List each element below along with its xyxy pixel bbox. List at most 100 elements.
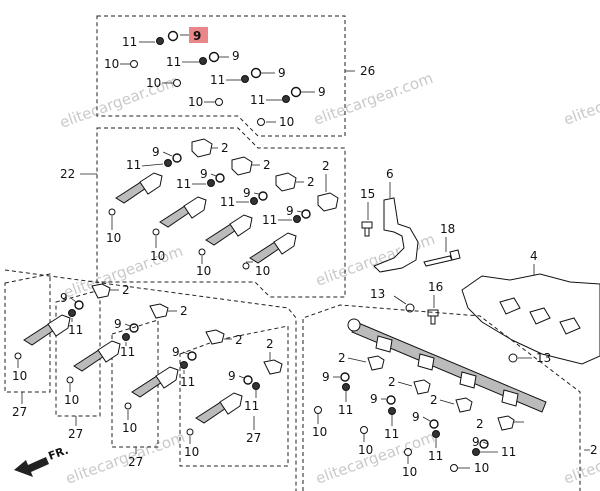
callout-10[interactable]: 10 xyxy=(64,393,79,407)
callout-9[interactable]: 9 xyxy=(278,66,286,80)
retaining-clip-icon xyxy=(317,192,339,212)
callout-11[interactable]: 11 xyxy=(210,73,225,87)
callout-9-highlighted[interactable]: 9 xyxy=(193,29,201,43)
callout-2[interactable]: 2 xyxy=(266,337,274,351)
callout-16[interactable]: 16 xyxy=(428,280,443,294)
injector-body-icon xyxy=(47,314,71,337)
callout-11[interactable]: 11 xyxy=(220,195,235,209)
callout-9[interactable]: 9 xyxy=(60,291,68,305)
callout-26[interactable]: 26 xyxy=(360,64,375,78)
callout-10[interactable]: 10 xyxy=(104,57,119,71)
callout-10[interactable]: 10 xyxy=(12,369,27,383)
callout-9[interactable]: 9 xyxy=(322,370,330,384)
cylinder-head-port-icon xyxy=(529,307,551,325)
callout-2[interactable]: 2 xyxy=(235,333,243,347)
callout-13[interactable]: 13 xyxy=(370,287,385,301)
callout-2[interactable]: 2 xyxy=(307,175,315,189)
callout-9[interactable]: 9 xyxy=(243,186,251,200)
callout-10[interactable]: 10 xyxy=(255,264,270,278)
callout-9[interactable]: 9 xyxy=(472,435,480,449)
seal-ring-icon xyxy=(301,209,311,219)
callout-10[interactable]: 10 xyxy=(279,115,294,129)
o-ring-icon xyxy=(68,309,76,317)
callout-27[interactable]: 27 xyxy=(246,431,261,445)
callout-2[interactable]: 2 xyxy=(221,141,229,155)
callout-2[interactable]: 2 xyxy=(476,417,484,431)
callout-11[interactable]: 11 xyxy=(126,158,141,172)
callout-11[interactable]: 11 xyxy=(176,177,191,191)
o-ring-icon xyxy=(122,333,130,341)
callout-10[interactable]: 10 xyxy=(358,443,373,457)
callout-22[interactable]: 22 xyxy=(60,167,75,181)
retaining-clip-icon xyxy=(231,156,253,176)
callout-10[interactable]: 10 xyxy=(150,249,165,263)
callout-11[interactable]: 11 xyxy=(68,323,83,337)
callout-9[interactable]: 9 xyxy=(172,345,180,359)
seal-icon xyxy=(173,79,181,87)
callout-9[interactable]: 9 xyxy=(200,167,208,181)
callout-10[interactable]: 10 xyxy=(474,461,489,475)
callout-9[interactable]: 9 xyxy=(152,145,160,159)
callout-18[interactable]: 18 xyxy=(440,222,455,236)
callout-10[interactable]: 10 xyxy=(402,465,417,479)
callout-11[interactable]: 11 xyxy=(122,35,137,49)
callout-10[interactable]: 10 xyxy=(106,231,121,245)
callout-10[interactable]: 10 xyxy=(312,425,327,439)
callout-11[interactable]: 11 xyxy=(384,427,399,441)
seal-ring-icon xyxy=(129,323,139,333)
callout-27[interactable]: 27 xyxy=(68,427,83,441)
callout-2[interactable]: 2 xyxy=(430,393,438,407)
rail-end-cap-icon xyxy=(347,318,361,332)
callout-2[interactable]: 2 xyxy=(338,351,346,365)
retaining-clip-icon xyxy=(205,329,225,345)
callout-27[interactable]: 27 xyxy=(128,455,143,469)
callout-15[interactable]: 15 xyxy=(360,187,375,201)
callout-9[interactable]: 9 xyxy=(286,204,294,218)
seal-ring-icon xyxy=(429,419,439,429)
callout-2[interactable]: 2 xyxy=(388,375,396,389)
callout-11[interactable]: 11 xyxy=(428,449,443,463)
callout-9-highlight[interactable] xyxy=(189,27,208,43)
callout-2[interactable]: 2 xyxy=(122,283,130,297)
callout-11[interactable]: 11 xyxy=(166,55,181,69)
callout-2[interactable]: 2 xyxy=(590,443,598,457)
callout-13[interactable]: 13 xyxy=(536,351,551,365)
injector-group-27: 2 9 11 10 27 2 9 11 10 27 2 9 xyxy=(12,283,283,469)
callout-10[interactable]: 10 xyxy=(122,421,137,435)
callout-11[interactable]: 11 xyxy=(338,403,353,417)
injector-group-22: 9 11 2 10 2 9 11 10 2 9 xyxy=(106,138,339,278)
injector-body-icon xyxy=(183,196,207,219)
seal-icon xyxy=(198,248,206,256)
callout-4[interactable]: 4 xyxy=(530,249,538,263)
callout-9[interactable]: 9 xyxy=(114,317,122,331)
callout-10[interactable]: 10 xyxy=(184,445,199,459)
callout-11[interactable]: 11 xyxy=(262,213,277,227)
callout-6[interactable]: 6 xyxy=(386,167,394,181)
callout-9[interactable]: 9 xyxy=(232,49,240,63)
seal-icon xyxy=(360,426,368,434)
seal-ring-icon xyxy=(208,51,220,63)
injector-body-icon xyxy=(97,340,121,363)
callout-11[interactable]: 11 xyxy=(120,345,135,359)
retaining-clip-icon xyxy=(91,283,111,299)
callout-9[interactable]: 9 xyxy=(318,85,326,99)
callout-11[interactable]: 11 xyxy=(180,375,195,389)
callout-2[interactable]: 2 xyxy=(180,304,188,318)
callout-9[interactable]: 9 xyxy=(228,369,236,383)
o-ring-icon xyxy=(207,179,215,187)
callout-9[interactable]: 9 xyxy=(370,392,378,406)
callout-11[interactable]: 11 xyxy=(501,445,516,459)
callout-10[interactable]: 10 xyxy=(196,264,211,278)
callout-10[interactable]: 10 xyxy=(146,76,161,90)
callout-11[interactable]: 11 xyxy=(250,93,265,107)
callout-11[interactable]: 11 xyxy=(244,399,259,413)
retaining-clip-icon xyxy=(455,397,473,413)
callout-10[interactable]: 10 xyxy=(188,95,203,109)
callout-2[interactable]: 2 xyxy=(322,159,330,173)
callout-2[interactable]: 2 xyxy=(263,158,271,172)
seal-icon xyxy=(450,464,458,472)
seal-ring-icon xyxy=(167,30,179,42)
callout-9[interactable]: 9 xyxy=(412,410,420,424)
callout-27[interactable]: 27 xyxy=(12,405,27,419)
